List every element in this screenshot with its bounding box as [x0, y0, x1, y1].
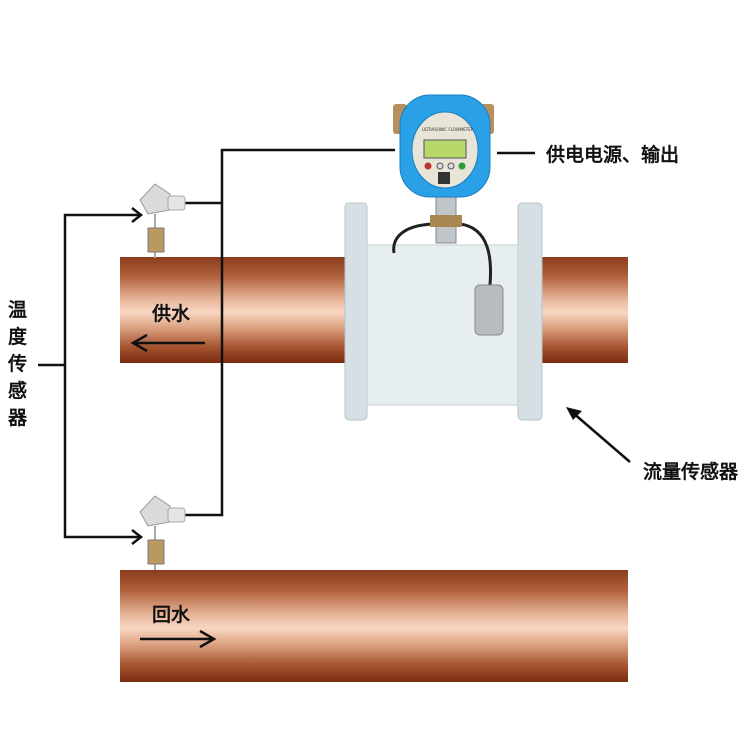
flow-sensor-label: 流量传感器 — [643, 461, 739, 483]
temperature-sensor-label: 温度传感器 — [8, 299, 28, 429]
qr-code — [438, 172, 450, 184]
arrow-bottom-sensor — [131, 529, 144, 545]
arrow-top-sensor — [131, 207, 144, 223]
return-water-label: 回水 — [152, 604, 191, 626]
flow-pointer-arrowhead — [566, 407, 582, 420]
wire-head — [185, 148, 395, 517]
temp-sensor-top — [139, 183, 186, 258]
device-name: ULTRASONIC FLOWMETER — [422, 127, 474, 132]
flowmeter-flange-left — [344, 202, 368, 421]
return-flow-arrow — [140, 629, 217, 649]
temp-sensor-bottom — [139, 495, 186, 570]
bracket — [38, 213, 140, 539]
supply-flow-arrow — [130, 333, 205, 353]
flowmeter-flange-right — [517, 202, 543, 421]
power-output-label: 供电电源、输出 — [546, 144, 680, 166]
flow-pointer-line — [571, 411, 631, 463]
transducer — [474, 284, 504, 336]
lcd-screen — [423, 139, 467, 159]
supply-water-label: 供水 — [152, 303, 191, 325]
return-pipe — [120, 570, 628, 682]
